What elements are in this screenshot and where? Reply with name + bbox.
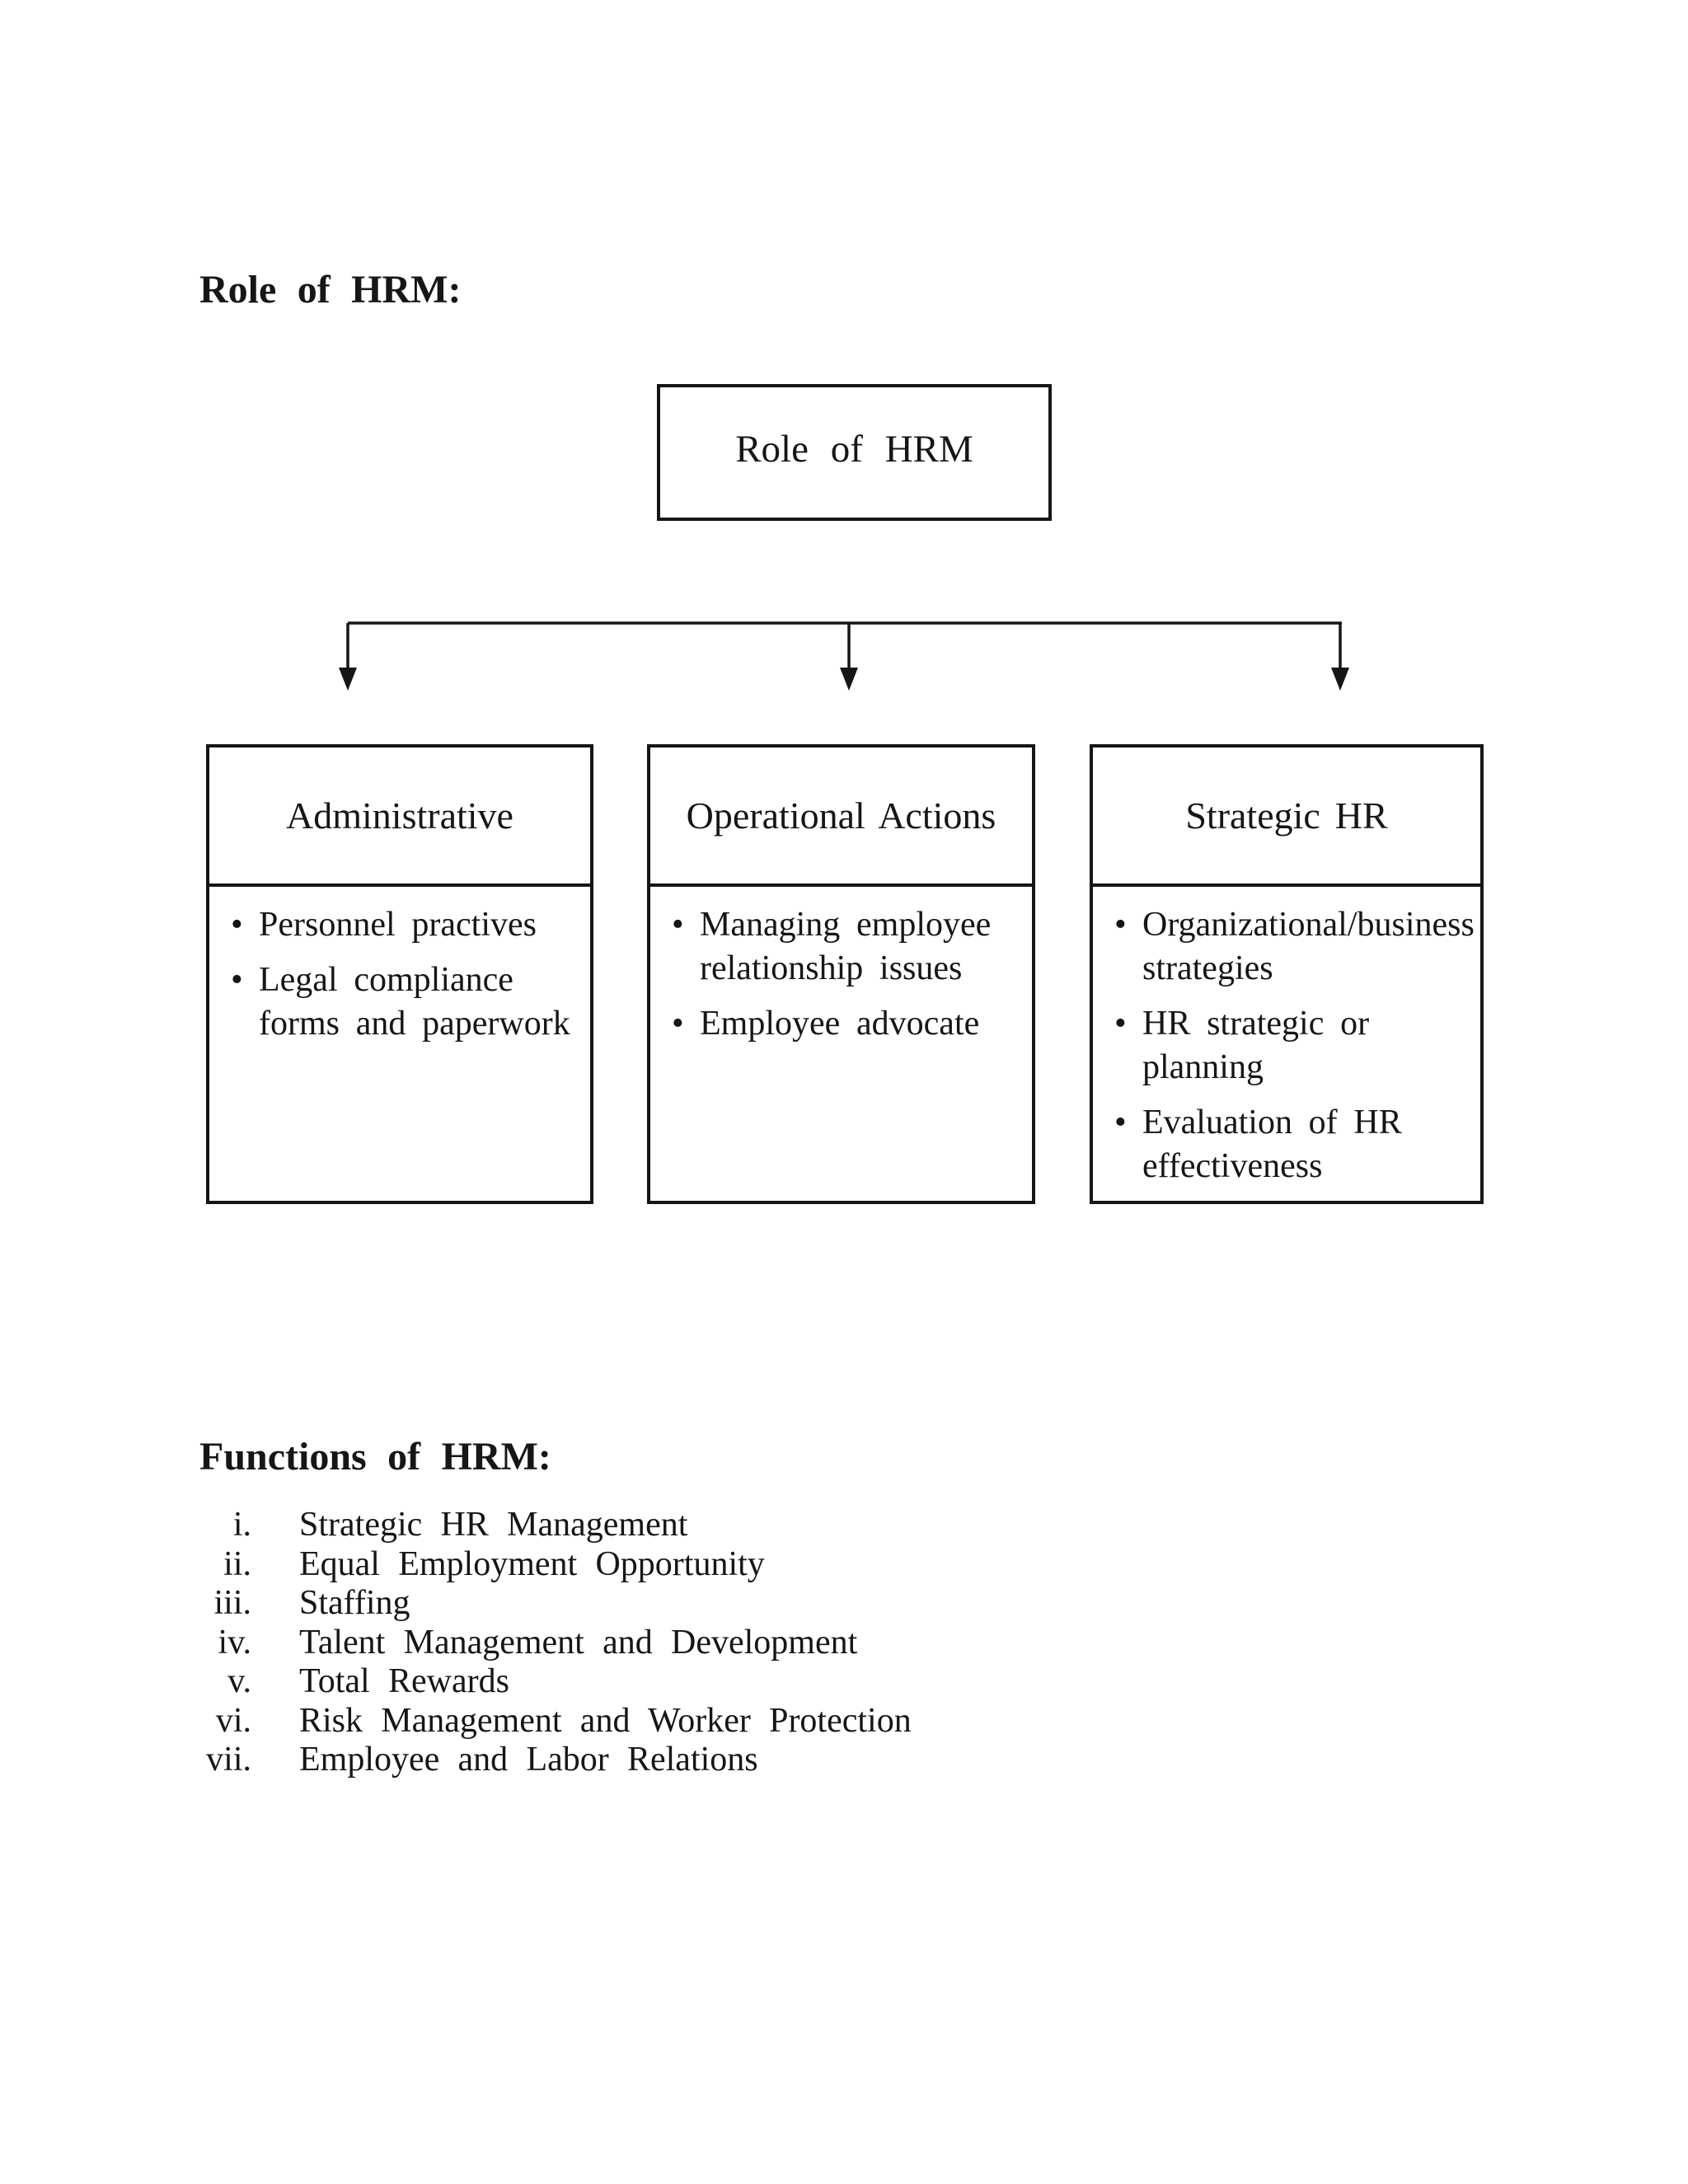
- connector-arrows: [339, 621, 1349, 691]
- function-label: Total Rewards: [299, 1662, 509, 1700]
- left-arrowhead-icon: [339, 668, 357, 691]
- function-label: Staffing: [299, 1584, 410, 1622]
- function-numeral: vii.: [206, 1741, 251, 1779]
- branch-box-operational-actions: Operational Actions Managing employee re…: [647, 744, 1035, 1204]
- bullet-line: Managing employee: [700, 906, 992, 944]
- function-item: vii. Employee and Labor Relations: [136, 1741, 912, 1780]
- administrative-bullet-list: Personnel practives Legal compliance for…: [209, 903, 590, 1046]
- functions-list: i. Strategic HR Management ii. Equal Emp…: [136, 1506, 912, 1780]
- bullet-line: relationship issues: [700, 949, 963, 987]
- operational-bullet-list: Managing employee relationship issues Em…: [650, 903, 1032, 1046]
- bullet-item: Evaluation of HR effectiveness: [1114, 1101, 1472, 1188]
- function-numeral: iii.: [213, 1584, 251, 1622]
- function-numeral: ii.: [223, 1544, 251, 1583]
- branch-box-administrative: Administrative Personnel practives Legal…: [206, 744, 593, 1204]
- function-item: ii. Equal Employment Opportunity: [136, 1545, 912, 1585]
- bullet-item: Employee advocate: [672, 1002, 1024, 1046]
- right-arrowhead-icon: [1331, 668, 1349, 691]
- function-label: Risk Management and Worker Protection: [299, 1701, 912, 1740]
- strategic-bullet-list: Organizational/business strategies HR st…: [1093, 903, 1480, 1188]
- function-label: Talent Management and Development: [299, 1623, 858, 1661]
- branch-box-strategic-hr: Strategic HR Organizational/business str…: [1090, 744, 1484, 1204]
- branch-title-administrative: Administrative: [209, 748, 590, 887]
- diagram-root-box: Role of HRM: [657, 384, 1052, 521]
- bullet-line: strategies: [1142, 949, 1273, 987]
- branch-title-operational-actions: Operational Actions: [650, 748, 1032, 887]
- function-item: i. Strategic HR Management: [136, 1506, 912, 1545]
- bullet-item: Legal compliance forms and paperwork: [231, 958, 582, 1046]
- branch-title-strategic-hr: Strategic HR: [1093, 748, 1480, 887]
- functions-section-title: Functions of HRM:: [199, 1435, 551, 1479]
- function-item: v. Total Rewards: [136, 1662, 912, 1702]
- bullet-item: Managing employee relationship issues: [672, 903, 1024, 991]
- bullet-line: forms and paperwork: [259, 1005, 570, 1043]
- bullet-item: Personnel practives: [231, 903, 582, 947]
- function-label: Equal Employment Opportunity: [299, 1544, 765, 1583]
- bullet-line: Legal compliance: [259, 961, 513, 999]
- bullet-line: planning: [1142, 1048, 1264, 1086]
- bullet-line: HR strategic or: [1142, 1005, 1370, 1043]
- function-label: Strategic HR Management: [299, 1506, 688, 1544]
- function-item: vi. Risk Management and Worker Protectio…: [136, 1702, 912, 1741]
- role-section-title: Role of HRM:: [199, 268, 462, 312]
- function-item: iii. Staffing: [136, 1584, 912, 1624]
- bullet-line: effectiveness: [1142, 1147, 1323, 1185]
- function-numeral: i.: [232, 1506, 251, 1544]
- middle-arrowhead-icon: [840, 668, 858, 691]
- bullet-line: Employee advocate: [700, 1005, 980, 1043]
- bullet-line: Organizational/business: [1142, 906, 1475, 944]
- function-numeral: v.: [227, 1662, 251, 1700]
- bullet-item: HR strategic or planning: [1114, 1002, 1472, 1090]
- function-numeral: vi.: [215, 1701, 251, 1740]
- diagram-root-label: Role of HRM: [735, 428, 973, 471]
- bullet-line: Evaluation of HR: [1142, 1104, 1402, 1141]
- bullet-line: Personnel practives: [259, 906, 537, 944]
- function-numeral: iv.: [218, 1623, 251, 1661]
- function-item: iv. Talent Management and Development: [136, 1624, 912, 1663]
- bullet-item: Organizational/business strategies: [1114, 903, 1475, 991]
- function-label: Employee and Labor Relations: [299, 1741, 758, 1779]
